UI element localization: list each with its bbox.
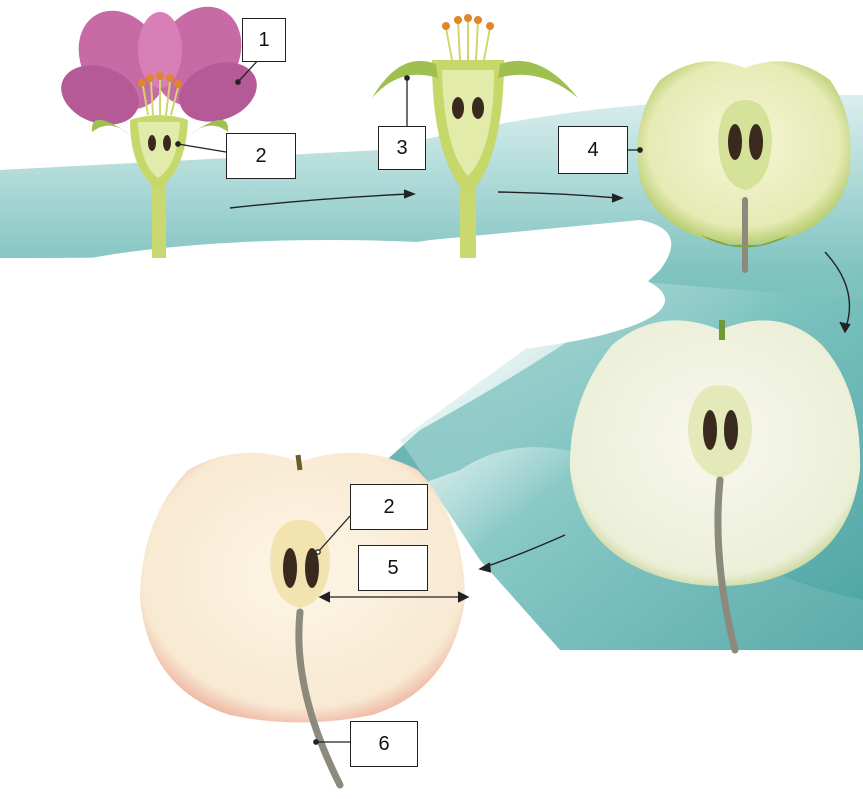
label-box-2-apple: 2	[350, 484, 428, 530]
label-box-1: 1	[242, 18, 286, 62]
label-box-3: 3	[378, 126, 426, 170]
label-box-4: 4	[558, 126, 628, 174]
label-box-2-flower: 2	[226, 133, 296, 179]
label-box-6: 6	[350, 721, 418, 767]
label-box-5: 5	[358, 545, 428, 591]
